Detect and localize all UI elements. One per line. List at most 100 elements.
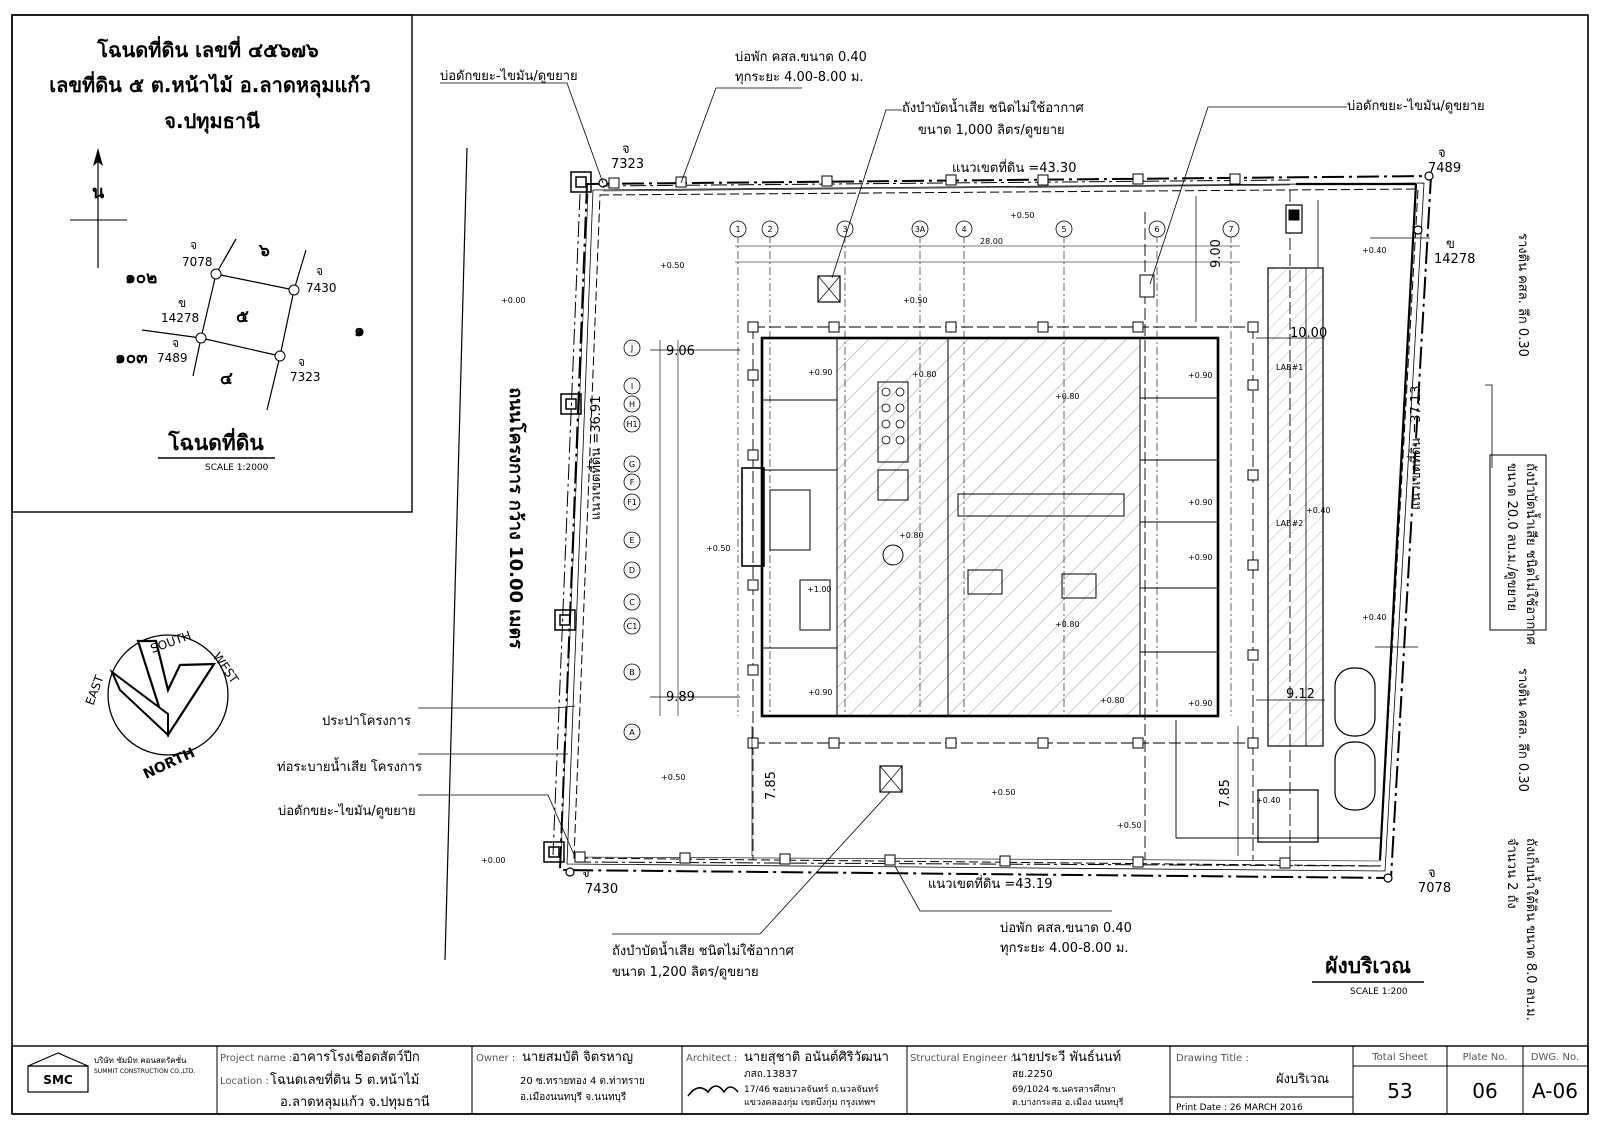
owner-name: นายสมบัติ จิตรหาญ <box>522 1050 633 1065</box>
boundary-left: แนวเขตที่ดิน =36.91 <box>587 396 604 520</box>
deed-corner-7489-k: จ <box>172 336 179 350</box>
callout-grease-trap-bl: บ่อดักขยะ-ไขมัน/ดูขยาย <box>278 803 416 819</box>
parcel-5: ๕ <box>236 307 249 327</box>
level-l7: +0.50 <box>661 773 686 782</box>
company-logo-text: SMC <box>43 1073 73 1087</box>
level-l12: +0.40 <box>1362 613 1387 622</box>
dim-top-overall: 28.00 <box>980 237 1003 246</box>
dim-785-left: 7.85 <box>764 771 779 800</box>
lab1-label: LAB#1 <box>1276 363 1303 372</box>
callout-right-tank-1: ถังเก็บน้ำใต้ดิน ขนาด 8.0 ลบ.ม. <box>1523 838 1541 1021</box>
marker-tr-n: 7489 <box>1428 161 1461 176</box>
dwg-value: A-06 <box>1532 1079 1578 1103</box>
grid-row-g: G <box>629 460 635 469</box>
deed-corner-7323-k: จ <box>298 355 305 369</box>
marker-tl-n: 7323 <box>611 157 644 172</box>
north-label: น <box>92 182 105 203</box>
owner-label: Owner : <box>476 1053 515 1064</box>
grid-row-a: A <box>629 728 635 737</box>
level-l4: +0.50 <box>1010 211 1035 220</box>
level-l25: +0.90 <box>1188 699 1213 708</box>
grid-col-6: 6 <box>1154 225 1159 234</box>
deed-corner-7430-n: 7430 <box>306 281 337 295</box>
total-sheet-value: 53 <box>1387 1079 1412 1103</box>
marker-bl-n: 7430 <box>585 882 618 897</box>
company-name-en: SUMMIT CONSTRUCTION CO.,LTD. <box>94 1068 195 1075</box>
architect-signature <box>687 1085 739 1097</box>
boundary-right: แนวเขตที่ดิน =37.13 <box>1407 386 1424 510</box>
callout-right-septic-2: ขนาด 20.0 ลบ.ม./ดูขยาย <box>1504 463 1519 611</box>
right-facilities <box>1257 200 1376 843</box>
grid-row-b: B <box>629 668 635 677</box>
callout-right-ditch-top: รางดิน คสล. ลึก 0.30 <box>1515 233 1530 357</box>
marker-tr-k: จ <box>1438 146 1446 161</box>
company-name-th: บริษัท ซัมมิท คอนสตรัคชั่น <box>94 1054 187 1065</box>
manholes <box>574 173 1291 869</box>
architect-label: Architect : <box>686 1053 737 1064</box>
struct-addr-2: ต.บางกระสอ อ.เมือง นนทบุรี <box>1012 1097 1124 1108</box>
level-l19: +0.90 <box>808 368 833 377</box>
grid-col-3: 3 <box>842 225 847 234</box>
grid-col-5: 5 <box>1061 225 1066 234</box>
grid-row-i: I <box>631 382 633 391</box>
parcel-1: ๑ <box>354 321 365 341</box>
callout-grease-trap-tr: บ่อดักขยะ-ไขมัน/ดูขยาย <box>1347 98 1485 114</box>
deed-corner-14278-n: 14278 <box>161 311 199 325</box>
level-l18: +0.80 <box>1100 696 1125 705</box>
callout-manhole-top-1: บ่อพัก คสล.ขนาด 0.40 <box>735 50 867 65</box>
level-l2: +0.00 <box>481 856 506 865</box>
deed-corner-markers <box>195 268 300 362</box>
grid-col-3a: 3A <box>915 225 926 234</box>
callout-septic-bottom-2: ขนาด 1,200 ลิตร/ดูขยาย <box>612 965 759 980</box>
parcel-102: ๑๐๒ <box>125 268 157 288</box>
architect-license: ภสถ.13837 <box>744 1069 798 1080</box>
marker-r-n: 14278 <box>1434 252 1475 267</box>
boundary-top: แนวเขตที่ดิน =43.30 <box>952 159 1076 176</box>
owner-addr-2: อ.เมืองนนทบุรี จ.นนทบุรี <box>520 1091 627 1103</box>
compass-south: SOUTH <box>149 628 193 656</box>
callout-manhole-top-2: ทุกระยะ 4.00-8.00 ม. <box>735 70 864 85</box>
grid-row-f1: F1 <box>627 498 637 507</box>
level-l21: +0.90 <box>808 688 833 697</box>
grid-row-c: C <box>629 598 635 607</box>
callout-grease-trap-tl: บ่อดักขยะ-ไขมัน/ดูขยาย <box>440 68 578 84</box>
project-road: ถนนโครงการ กว้าง 10.00 เมตร <box>444 147 527 961</box>
dwg-label: DWG. No. <box>1531 1052 1579 1063</box>
grid-col-1: 1 <box>735 225 740 234</box>
location-value-2: อ.ลาดหลุมแก้ว จ.ปทุมธานี <box>280 1094 430 1110</box>
grid-row-h: H <box>629 400 635 409</box>
level-l8: +0.50 <box>991 788 1016 797</box>
deed-corner-7323-n: 7323 <box>290 370 321 384</box>
septic-tanks <box>817 204 1303 793</box>
deed-frame <box>11 14 413 513</box>
marker-br-k: จ <box>1428 866 1436 881</box>
parcel-6: ๖ <box>258 241 270 261</box>
total-sheet-label: Total Sheet <box>1371 1052 1428 1063</box>
compass-north: NORTH <box>141 745 198 783</box>
level-l24: +0.90 <box>1188 553 1213 562</box>
level-l1: +0.00 <box>501 296 526 305</box>
grid-rows: J I H H1 G F F1 E D C C1 B A <box>623 339 679 741</box>
project-value: อาคารโรงเชือดสัตว์ปีก <box>292 1049 420 1065</box>
parcel-103: ๑๐๓ <box>115 348 148 368</box>
deed-parcel-lines <box>141 238 307 411</box>
architect-name: นายสุชาติ อนันต์ศิริวัฒนา <box>744 1049 889 1065</box>
location-label: Location : <box>220 1076 269 1087</box>
level-l16: +0.80 <box>899 531 924 540</box>
architect-addr-1: 17/46 ซอยนวลจันทร์ ถ.นวลจันทร์ <box>744 1083 879 1095</box>
grid-row-d: D <box>629 566 635 575</box>
level-l6: +0.50 <box>706 544 731 553</box>
level-l23: +0.90 <box>1188 498 1213 507</box>
level-l3: +0.50 <box>660 261 685 270</box>
deed-corner-7430-k: จ <box>316 264 323 278</box>
plan-scale: SCALE 1:200 <box>1350 987 1408 997</box>
road-label: ถนนโครงการ กว้าง 10.00 เมตร <box>505 387 527 649</box>
marker-tl-k: จ <box>622 142 630 157</box>
dim-900: 9.00 <box>1209 239 1224 268</box>
deed-title-line3: จ.ปทุมธานี <box>164 109 260 134</box>
callout-leaders <box>418 82 1493 935</box>
grid-row-f: F <box>630 478 635 487</box>
architect-addr-2: แขวงคลองกุ่ม เขตบึงกุ่ม กรุงเทพฯ <box>744 1097 875 1108</box>
drawing-title-value: ผังบริเวณ <box>1276 1072 1329 1087</box>
marker-r-k: ข <box>1446 237 1455 252</box>
